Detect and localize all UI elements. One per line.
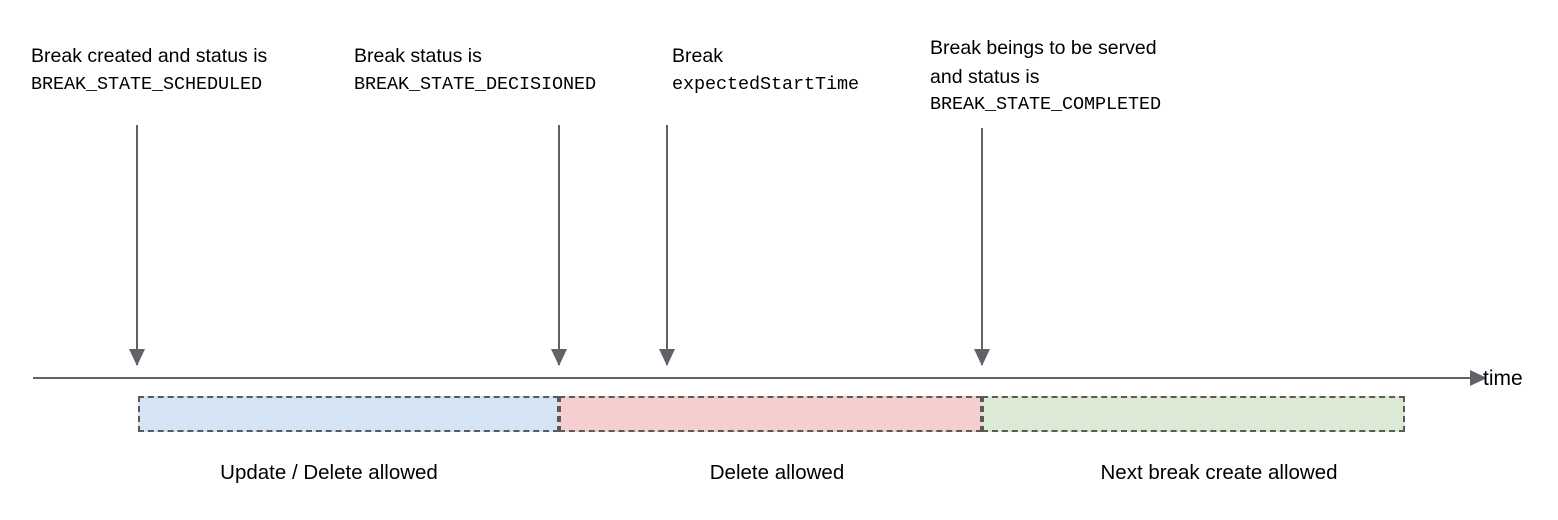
caption-delete-allowed: Delete allowed xyxy=(709,461,845,484)
phase-bar-update-delete xyxy=(138,396,559,432)
arrow-down-icon xyxy=(974,349,990,366)
marker-arrow-completed-shaft xyxy=(981,128,983,365)
annotation-expected-start-time-line1: Break xyxy=(672,45,723,67)
annotation-decisioned-line2: BREAK_STATE_DECISIONED xyxy=(354,73,597,95)
annotation-expected-start-time: Break expectedStartTime xyxy=(672,42,859,99)
caption-update-delete-allowed: Update / Delete allowed xyxy=(220,461,438,484)
annotation-completed-line1: Break beings to be served xyxy=(930,37,1157,59)
marker-arrow-decisioned-shaft xyxy=(558,125,560,365)
arrow-down-icon xyxy=(551,349,567,366)
arrow-right-icon xyxy=(1470,370,1487,386)
caption-next-break-create-allowed: Next break create allowed xyxy=(1100,461,1338,484)
marker-arrow-expected-start-time-shaft xyxy=(666,125,668,365)
annotation-decisioned: Break status is BREAK_STATE_DECISIONED xyxy=(354,42,596,99)
annotation-scheduled-line1: Break created and status is xyxy=(31,45,268,67)
annotation-completed: Break beings to be served and status is … xyxy=(930,34,1161,120)
annotation-scheduled: Break created and status is BREAK_STATE_… xyxy=(31,42,267,99)
marker-arrow-decisioned xyxy=(548,125,570,366)
annotation-completed-line3: BREAK_STATE_COMPLETED xyxy=(930,94,1162,115)
phase-bar-next-break xyxy=(982,396,1405,432)
annotation-decisioned-line1: Break status is xyxy=(354,45,482,67)
marker-arrow-scheduled xyxy=(126,125,148,366)
marker-arrow-expected-start-time xyxy=(656,125,678,366)
phase-bar-delete-only xyxy=(559,396,982,432)
annotation-expected-start-time-line2: expectedStartTime xyxy=(672,73,860,95)
marker-arrow-completed xyxy=(971,128,993,366)
time-axis-label: time xyxy=(1483,367,1523,390)
time-axis-line xyxy=(33,377,1470,379)
annotation-completed-line2: and status is xyxy=(930,65,1040,88)
annotation-scheduled-line2: BREAK_STATE_SCHEDULED xyxy=(31,73,263,95)
arrow-down-icon xyxy=(659,349,675,366)
arrow-down-icon xyxy=(129,349,145,366)
marker-arrow-scheduled-shaft xyxy=(136,125,138,365)
